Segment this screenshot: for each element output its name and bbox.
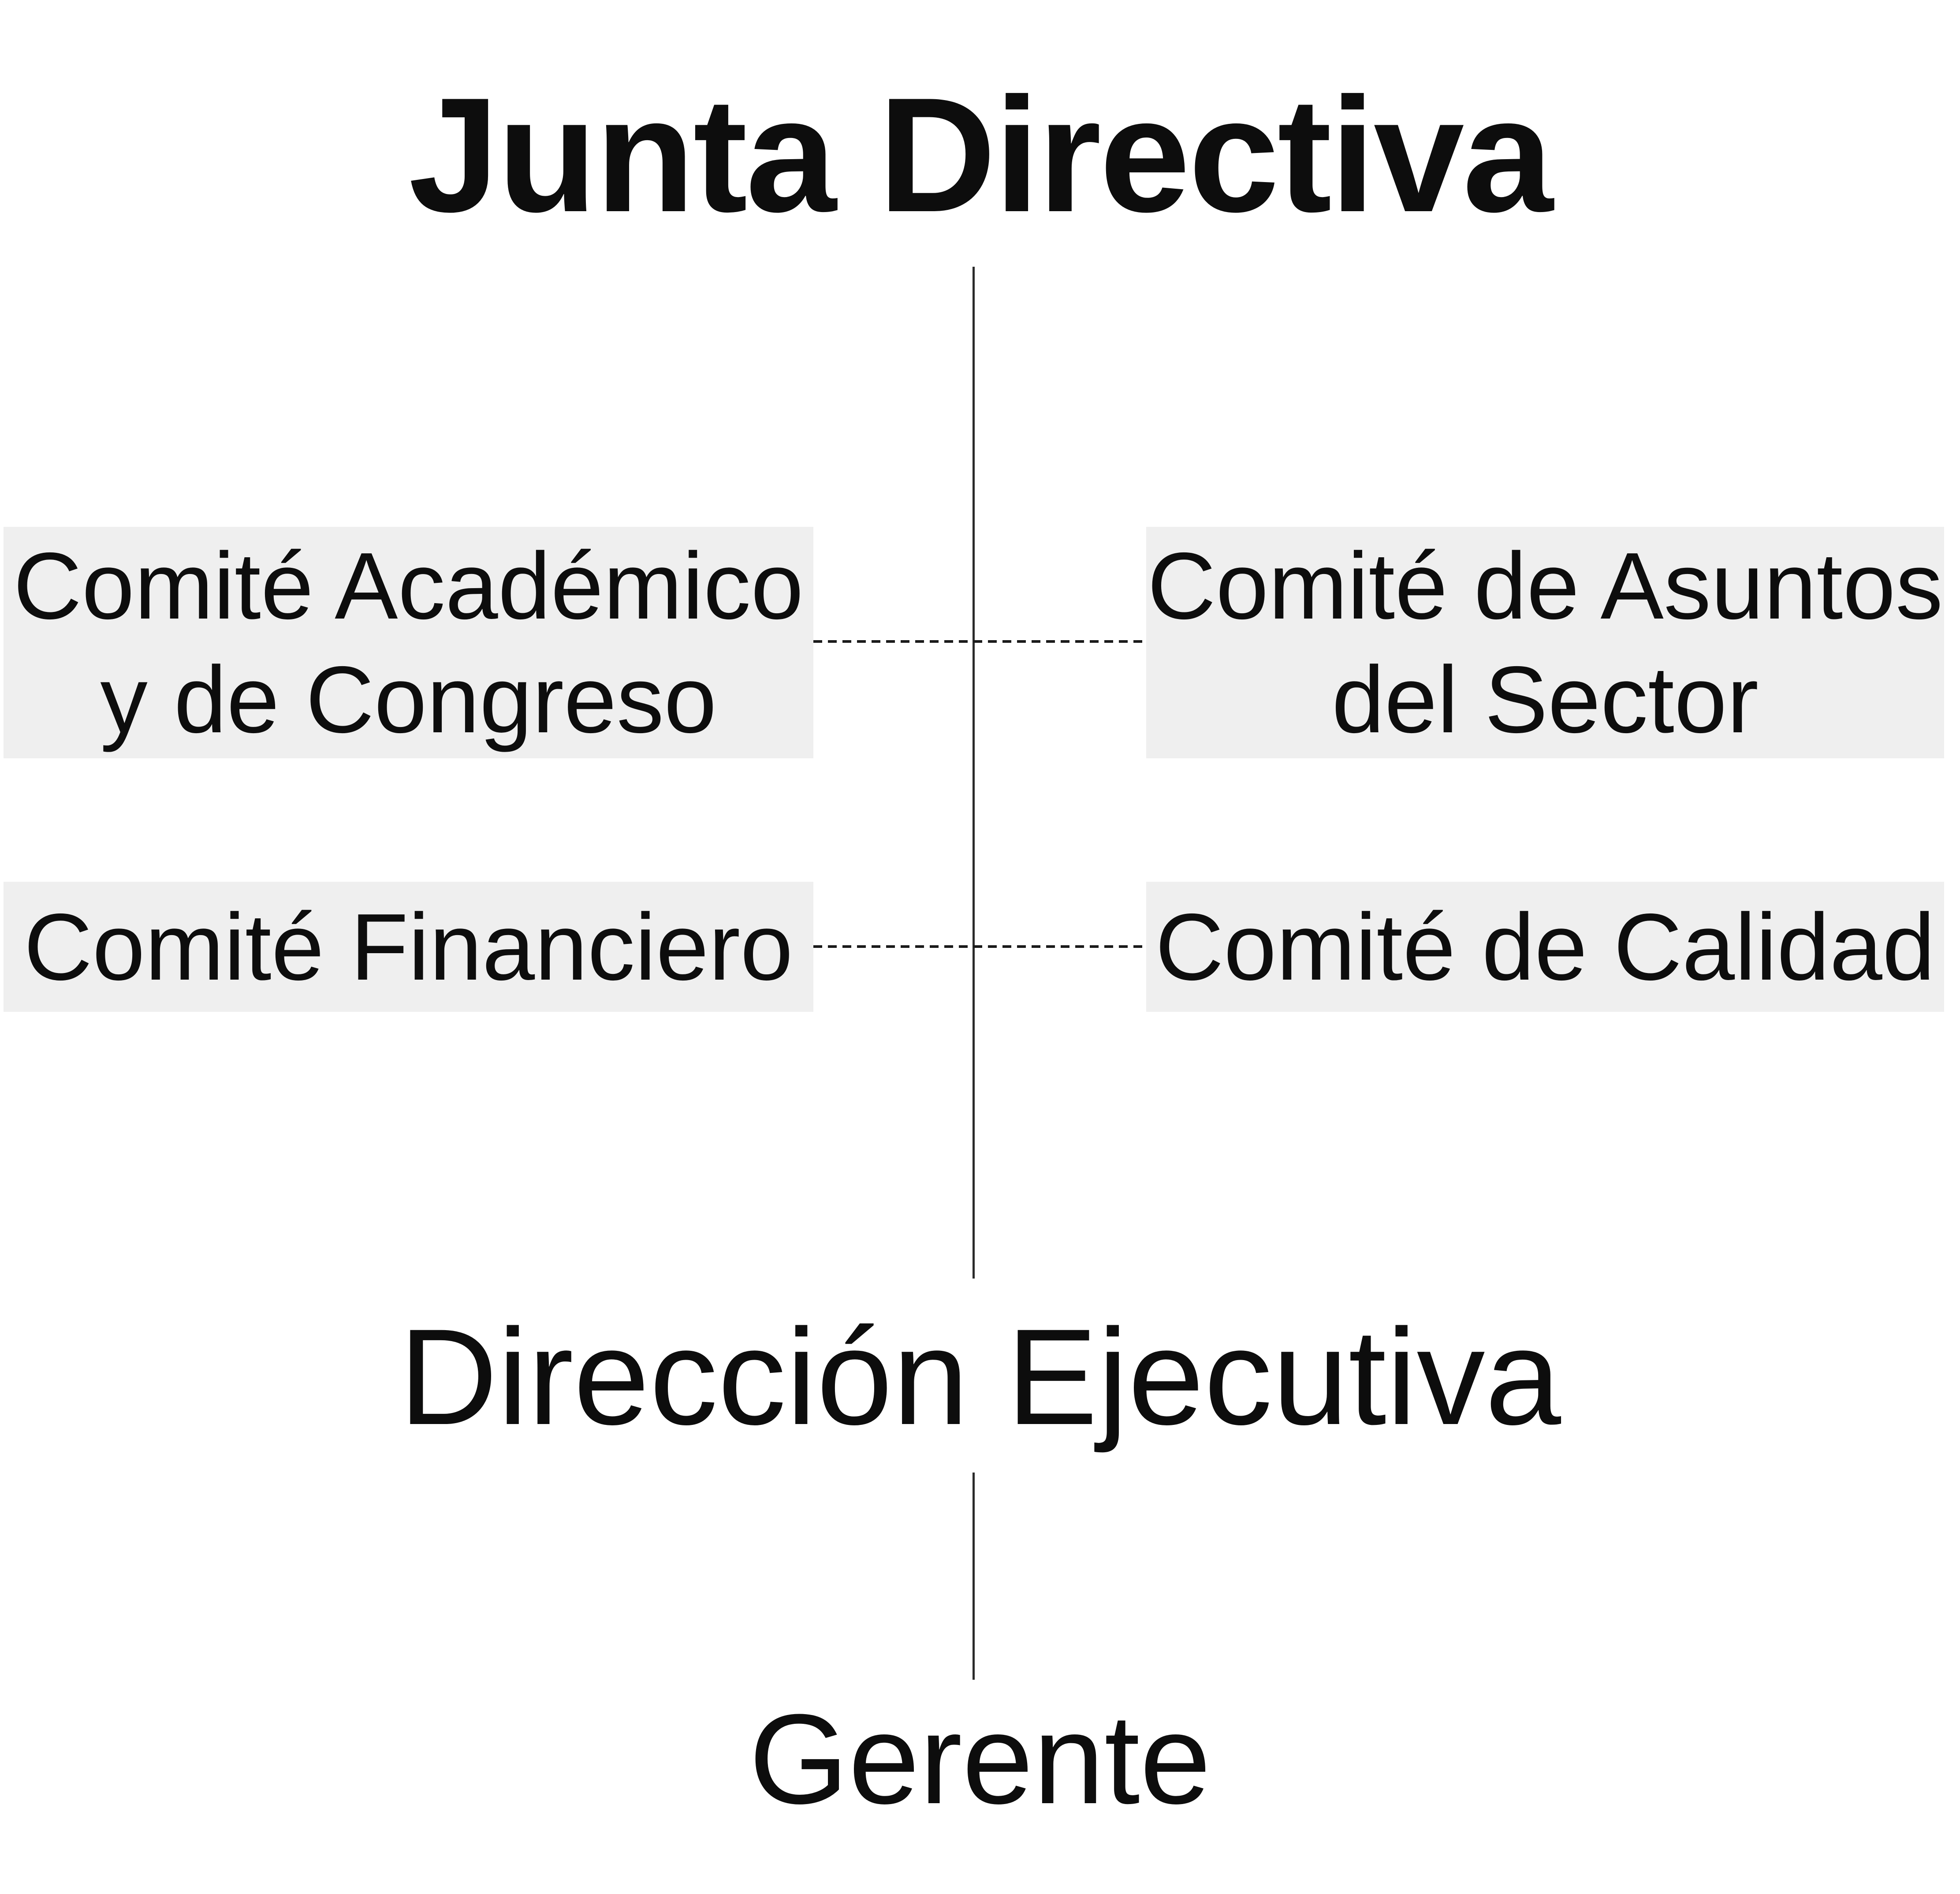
committee-box-academico-congreso: Comité Académico y de Congreso (4, 527, 813, 758)
dashed-connector-row2 (813, 945, 1146, 948)
committee-asuntos-line1: Comité de Asuntos (1147, 532, 1943, 639)
committee-box-calidad: Comité de Calidad (1146, 882, 1944, 1012)
junta-directiva-title: Junta Directiva (408, 64, 1554, 246)
committee-box-asuntos-sector: Comité de Asuntos del Sector (1146, 527, 1944, 758)
committee-academico-line1: Comité Académico (13, 532, 804, 639)
direccion-ejecutiva-label: Dirección Ejecutiva (399, 1300, 1561, 1453)
connector-direccion-to-gerente (973, 1473, 975, 1680)
committee-financiero-line1: Comité Financiero (24, 893, 793, 1000)
committee-box-financiero: Comité Financiero (4, 882, 813, 1012)
connector-junta-to-direccion (973, 267, 975, 1279)
committee-asuntos-line2: del Sector (1331, 646, 1759, 753)
dashed-connector-row1 (813, 640, 1146, 643)
committee-calidad-line1: Comité de Calidad (1155, 893, 1935, 1000)
gerente-label: Gerente (749, 1688, 1211, 1831)
committee-academico-line2: y de Congreso (100, 646, 717, 753)
